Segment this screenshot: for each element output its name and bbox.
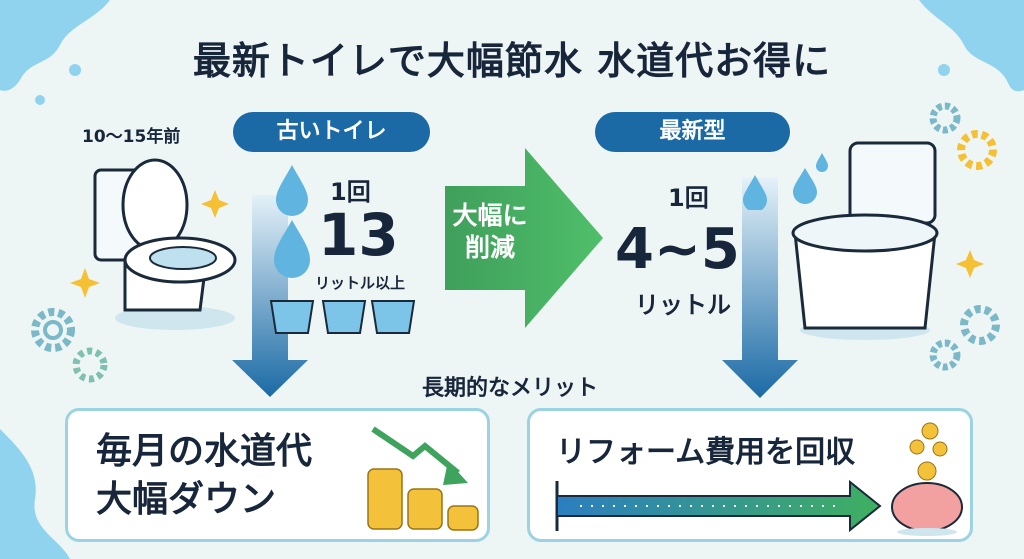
merit-card-payback: リフォーム費用を回収 bbox=[527, 408, 973, 542]
merit-left-line1: 毎月の水道代 bbox=[96, 431, 313, 472]
down-arrow-old bbox=[232, 195, 308, 397]
merit-right-text: リフォーム費用を回収 bbox=[556, 435, 856, 470]
old-era-label: 10〜15年前 bbox=[82, 127, 181, 147]
water-splash-bottom-left bbox=[0, 429, 70, 559]
water-splash-top-left bbox=[0, 0, 110, 105]
sparkle-icon bbox=[70, 268, 100, 298]
water-splash-top-right bbox=[919, 0, 1024, 92]
old-per-flush: 1回 bbox=[330, 178, 371, 206]
merit-left-line2: 大幅ダウン bbox=[96, 479, 277, 520]
old-unit: リットル以上 bbox=[315, 274, 406, 292]
new-toilet-badge: 最新型 bbox=[595, 112, 790, 152]
page-title: 最新トイレで大幅節水 水道代お得に bbox=[192, 39, 832, 83]
new-unit: リットル bbox=[635, 291, 731, 319]
old-toilet-illustration bbox=[93, 158, 237, 330]
merits-heading: 長期的なメリット bbox=[421, 376, 598, 401]
piggy-bank-icon bbox=[891, 422, 963, 536]
new-per-flush: 1回 bbox=[668, 184, 709, 212]
merit-card-water-bill: 毎月の水道代 大幅ダウン bbox=[65, 408, 490, 542]
payback-timeline-arrow bbox=[555, 479, 882, 533]
gears-icon bbox=[31, 308, 108, 383]
arrow-label-line1: 大幅に bbox=[452, 201, 528, 230]
water-drops-icon bbox=[274, 165, 310, 278]
new-amount: 4~5 bbox=[615, 217, 740, 282]
modern-toilet-illustration bbox=[791, 141, 939, 340]
arrow-label-line2: 削減 bbox=[464, 233, 515, 262]
buckets-icon bbox=[269, 300, 416, 334]
reduction-arrow bbox=[445, 148, 603, 328]
coins-down-icon bbox=[367, 426, 479, 531]
water-drops-icon-new bbox=[743, 153, 828, 210]
down-arrow-new bbox=[722, 178, 798, 398]
old-toilet-badge: 古いトイレ bbox=[233, 112, 430, 152]
gears-icon-right bbox=[929, 102, 1000, 371]
old-amount: 13 bbox=[318, 201, 399, 269]
